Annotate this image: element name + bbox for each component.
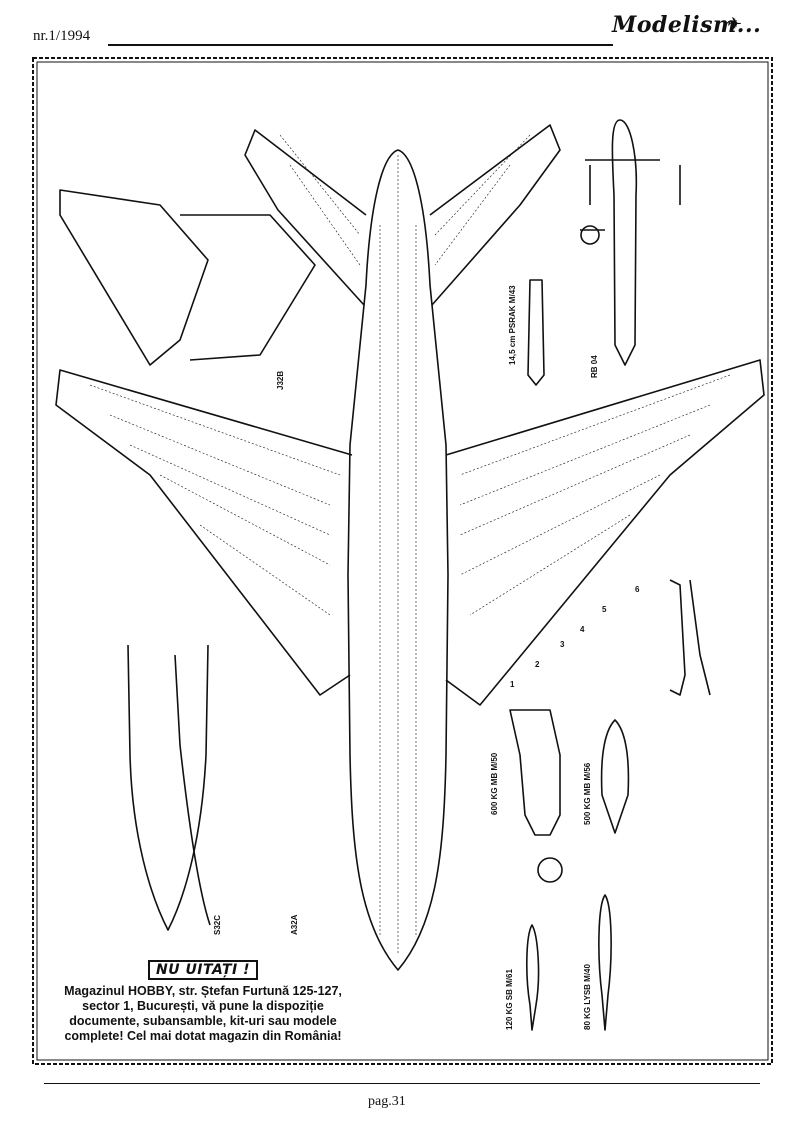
fin-detail: [180, 214, 316, 361]
label-s32c: S32C: [213, 914, 222, 935]
bomb-80: [598, 894, 612, 1031]
drawing-frame: J32B 14,5 cm PSRAK M/43 RB 04 S32C A32A …: [30, 55, 775, 1067]
tailplane-right: [429, 124, 561, 306]
plane-icon: ✈: [727, 14, 743, 34]
label-rb04: RB 04: [590, 355, 599, 378]
station-3: 3: [560, 640, 565, 649]
nose-view-a32a: [174, 654, 211, 926]
fuselage: [347, 149, 449, 971]
wing-left: [55, 369, 353, 696]
missile-rb04: [611, 119, 638, 366]
magazine-logo: Modelism...: [612, 12, 762, 38]
label-bomb-80: 80 KG LYSB M/40: [583, 964, 592, 1030]
label-bomb-500: 500 KG MB M/56: [583, 762, 592, 825]
station-1: 1: [510, 680, 515, 689]
tailplane-left: [244, 129, 367, 306]
notice-title: NU UITAȚI !: [147, 960, 258, 980]
bomb-500: [600, 719, 630, 834]
footer-rule: [44, 1083, 760, 1084]
zigzag-border: [32, 57, 773, 1065]
station-4: 4: [580, 625, 585, 634]
aircraft-drawing: [32, 57, 773, 1065]
header-rule: [108, 44, 613, 46]
notice-box: NU UITAȚI ! Magazinul HOBBY, str. Ștefan…: [57, 957, 349, 1059]
bomb-600: [509, 709, 561, 836]
gear-detail: [669, 579, 711, 696]
issue-number: nr.1/1994: [33, 28, 91, 44]
inner-border: [36, 61, 769, 1061]
fin-view: [59, 189, 209, 366]
bomb-120: [526, 924, 540, 1031]
notice-text: Magazinul HOBBY, str. Ștefan Furtună 125…: [64, 984, 342, 1043]
label-bomb-120: 120 KG SB M/61: [505, 969, 514, 1030]
label-a32a: A32A: [290, 914, 299, 935]
bomb-front-view: [537, 857, 563, 883]
label-bomb-600: 600 KG MB M/50: [490, 752, 499, 815]
label-psrak: 14,5 cm PSRAK M/43: [508, 285, 517, 365]
station-5: 5: [602, 605, 607, 614]
label-j32b: J32B: [276, 370, 285, 390]
station-6: 6: [635, 585, 640, 594]
wing-right: [445, 359, 765, 706]
page-number: pag.31: [368, 1094, 406, 1109]
nose-view-s32c: [127, 644, 209, 931]
station-2: 2: [535, 660, 540, 669]
rocket-pod: [527, 279, 545, 386]
